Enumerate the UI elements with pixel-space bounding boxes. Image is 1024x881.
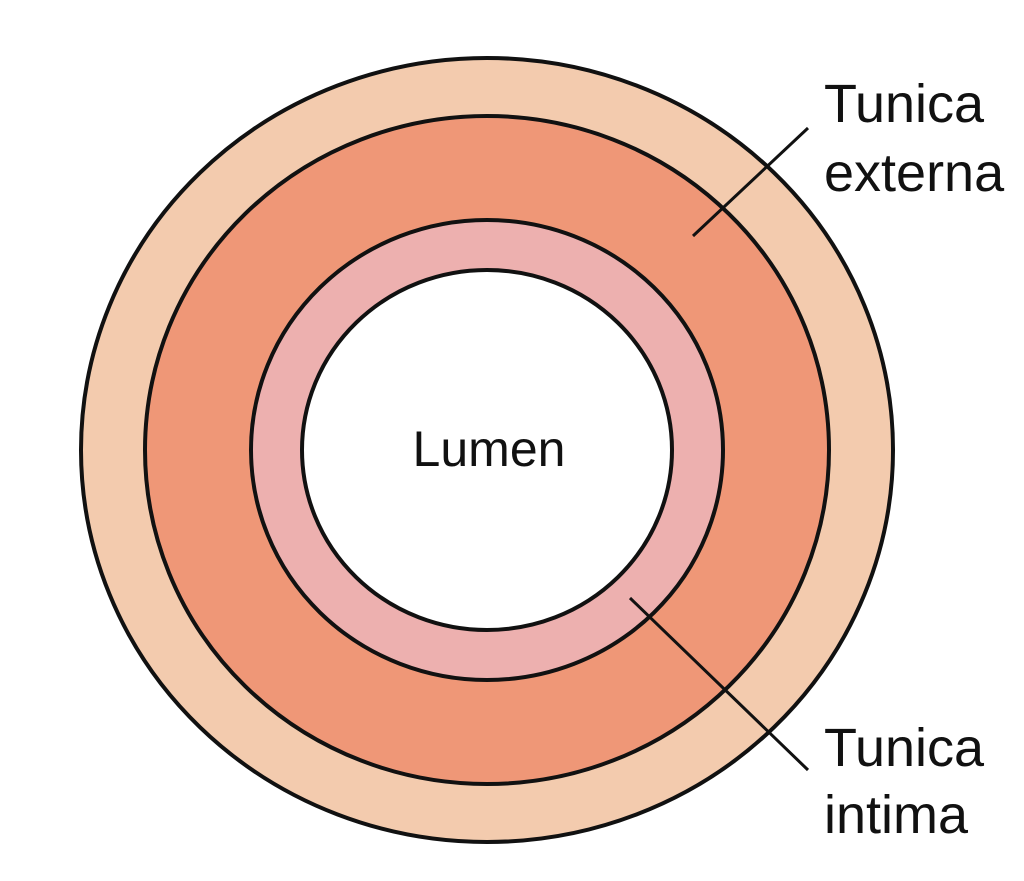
tunica-externa-leader-line: [691, 126, 810, 238]
tunica-intima-label-line1: Tunica: [824, 718, 985, 778]
tunica-externa-label-line1: Tunica: [824, 74, 985, 134]
lumen-label: Lumen: [413, 421, 566, 477]
tunica-intima-leader-line: [628, 596, 810, 772]
tunica-intima-label-line2: intima: [824, 785, 969, 845]
tunica-externa-label-line2: externa: [824, 143, 1005, 203]
lumen-area: [300, 268, 674, 632]
